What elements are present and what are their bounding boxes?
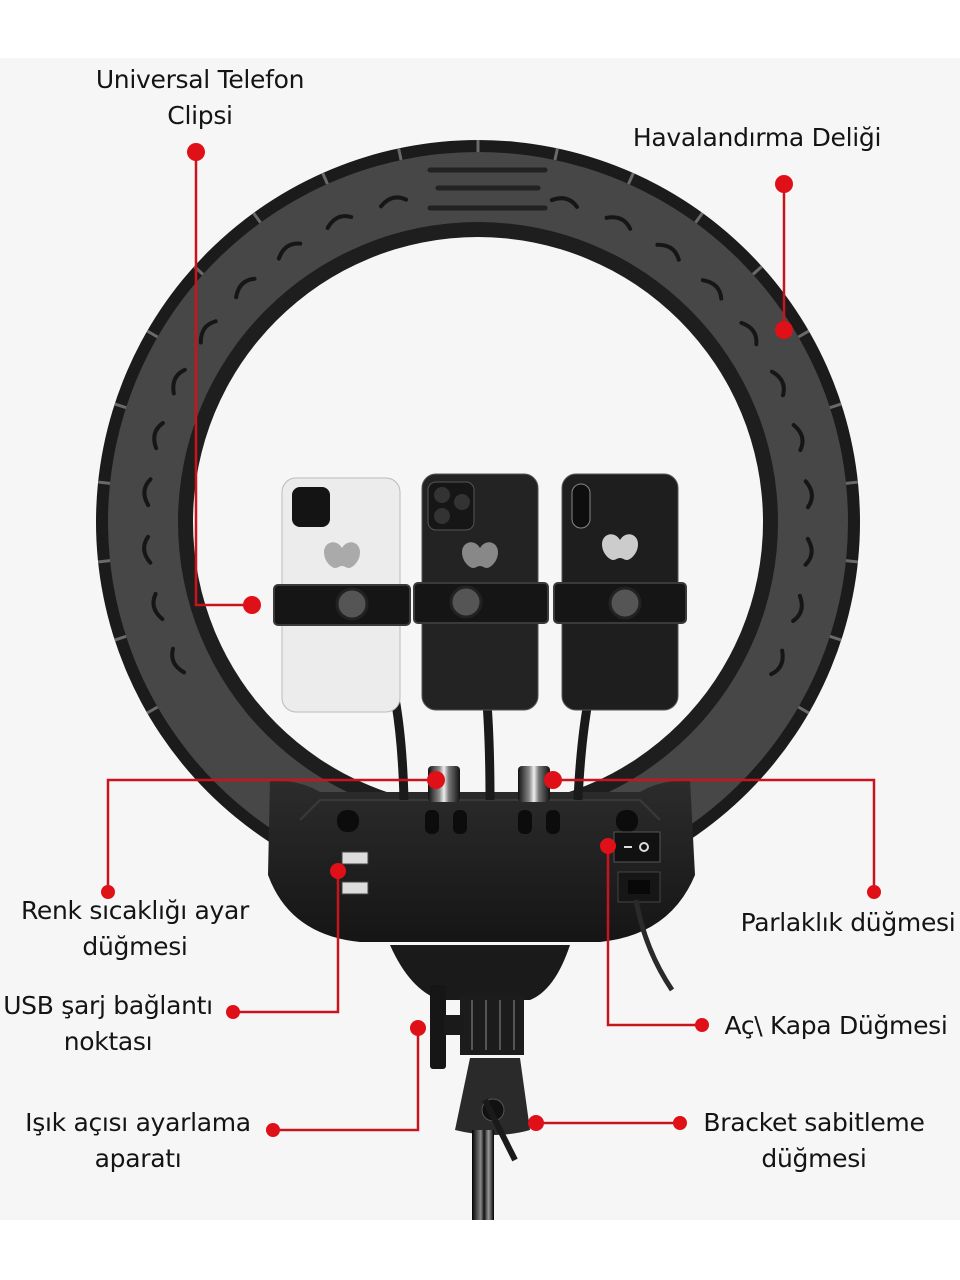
label-line: Universal Telefon: [95, 65, 305, 94]
label-brightness: Parlaklık düğmesi: [736, 905, 960, 941]
label-power: Aç\ Kapa Düğmesi: [720, 1008, 952, 1044]
label-line: Aç\ Kapa Düğmesi: [724, 1011, 948, 1040]
bracket-lock-icon: [455, 1058, 530, 1135]
control-box: [268, 780, 695, 992]
label-line: USB şarj bağlantı: [3, 991, 213, 1020]
usb-port-icon: [341, 851, 369, 895]
stand-bracket: [390, 945, 570, 1220]
label-line: Clipsi: [167, 101, 233, 130]
label-line: Bracket sabitleme: [703, 1108, 925, 1137]
vent-slots: [142, 195, 814, 677]
tripod-pole: [472, 1130, 494, 1220]
label-line: düğmesi: [761, 1144, 867, 1173]
label-color-temp: Renk sıcaklığı ayar düğmesi: [14, 893, 256, 965]
label-line: Işık açısı ayarlama: [25, 1108, 251, 1137]
brightness-knob: [518, 766, 550, 802]
label-line: aparatı: [94, 1144, 182, 1173]
label-line: Parlaklık düğmesi: [740, 908, 956, 937]
label-line: noktası: [63, 1027, 153, 1056]
label-angle: Işık açısı ayarlama aparatı: [20, 1105, 256, 1177]
label-line: Havalandırma Deliği: [632, 123, 882, 152]
label-vent: Havalandırma Deliği: [626, 120, 888, 156]
label-line: Renk sıcaklığı ayar: [20, 896, 250, 925]
label-phone-clip: Universal Telefon Clipsi: [90, 62, 310, 134]
label-bracket: Bracket sabitleme düğmesi: [700, 1105, 928, 1177]
label-line: düğmesi: [82, 932, 188, 961]
angle-adjust-knob-icon: [430, 985, 446, 1069]
power-switch-icon: [613, 831, 661, 863]
callout-lines: [106, 152, 876, 1132]
callout-dots: [101, 143, 881, 1137]
label-usb: USB şarj bağlantı noktası: [0, 988, 216, 1060]
